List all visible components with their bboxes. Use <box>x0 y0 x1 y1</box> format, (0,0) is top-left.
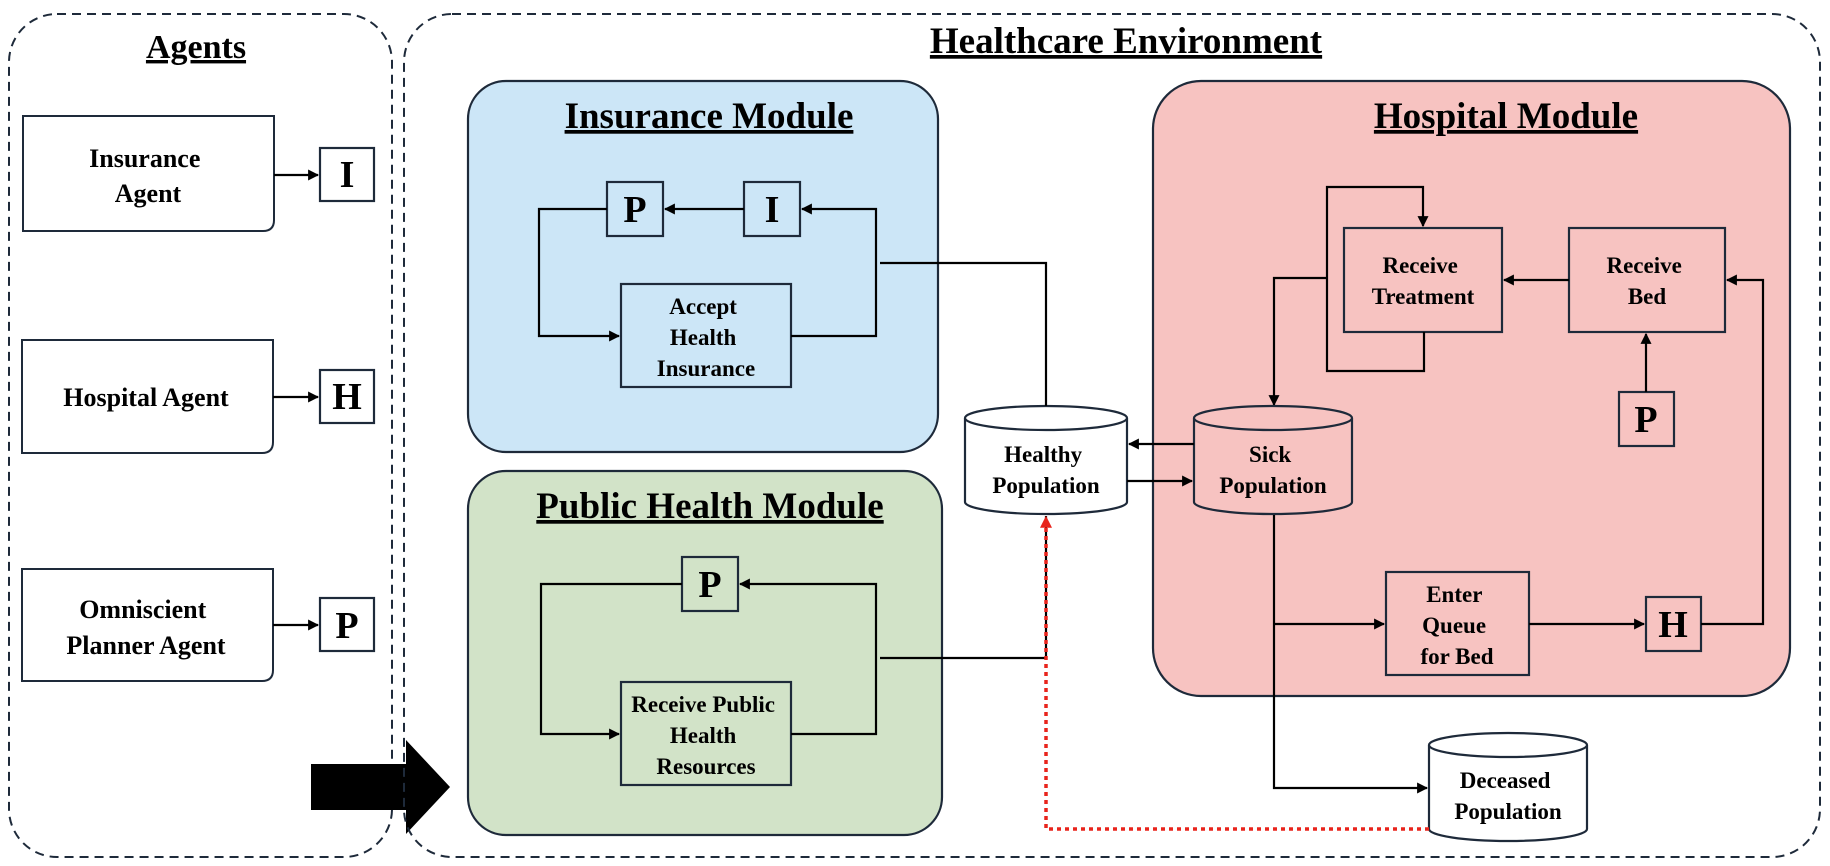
receive-treatment-line-1: Receive <box>1382 253 1457 278</box>
svg-text:Sick Population: Sick Population <box>1219 442 1327 498</box>
public-resources-line-3: Resources <box>656 754 755 779</box>
receive-treatment-line-2: Treatment <box>1372 284 1475 309</box>
sick-population-line-2: Population <box>1219 473 1327 498</box>
environment-title: Healthcare Environment <box>930 21 1323 62</box>
svg-text:Deceased Population: Deceased Population <box>1454 768 1562 824</box>
connectors <box>880 261 1429 831</box>
agents-panel: Agents Insurance Agent I Hospital Agent … <box>8 13 393 858</box>
insurance-module-symbol-i: I <box>765 189 780 231</box>
hospital-symbol-h: H <box>1658 604 1688 646</box>
svg-text:Enter Queue for Be: Enter Queue for Bed <box>1420 582 1493 669</box>
svg-text:Insurance Agent: Insurance Agent <box>89 144 207 208</box>
receive-bed-line-2: Bed <box>1628 284 1667 309</box>
planner-agent: Omniscient Planner Agent P <box>21 568 376 682</box>
insurance-module-title: Insurance Module <box>565 96 854 137</box>
planner-agent-label-1: Omniscient <box>79 595 206 624</box>
deceased-population: Deceased Population <box>1427 731 1589 843</box>
svg-text:Omniscient Planner Age: Omniscient Planner Agent <box>66 595 225 660</box>
svg-text:Receive Bed: Receive Bed <box>1606 253 1687 309</box>
hospital-module-title: Hospital Module <box>1374 96 1638 137</box>
public-resources-line-1: Receive Public <box>631 692 775 717</box>
public-health-module-title: Public Health Module <box>536 486 883 527</box>
svg-text:Healthy Population: Healthy Population <box>992 442 1100 498</box>
planner-agent-symbol: P <box>335 605 358 647</box>
enter-queue-line-1: Enter <box>1426 582 1482 607</box>
public-health-symbol-p: P <box>698 564 721 606</box>
insurance-agent-symbol: I <box>340 154 355 196</box>
sick-population-line-1: Sick <box>1249 442 1291 467</box>
healthy-population-line-2: Population <box>992 473 1100 498</box>
insurance-agent-label-1: Insurance <box>89 144 200 173</box>
deceased-population-line-1: Deceased <box>1460 768 1551 793</box>
big-arrow-icon <box>311 740 450 834</box>
svg-text:Receive Public Health: Receive Public Health Resources <box>631 692 780 779</box>
svg-text:Receive Treatment: Receive Treatment <box>1372 253 1475 309</box>
accept-insurance-line-1: Accept <box>669 294 737 319</box>
insurance-module-symbol-p: P <box>623 189 646 231</box>
deceased-population-line-2: Population <box>1454 799 1562 824</box>
sick-population: Sick Population <box>1192 404 1354 516</box>
insurance-module: Insurance Module P I Accept Health Insur… <box>466 79 940 454</box>
public-health-module: Public Health Module P Receive Public He… <box>466 469 944 837</box>
healthy-population: Healthy Population <box>963 404 1129 516</box>
insurance-agent: Insurance Agent I <box>22 115 376 232</box>
hospital-agent: Hospital Agent H <box>21 339 376 454</box>
planner-agent-label-2: Planner Agent <box>66 631 225 660</box>
environment-panel: Healthcare Environment <box>403 13 1821 858</box>
accept-insurance-line-2: Health <box>670 325 737 350</box>
agents-title: Agents <box>146 29 246 66</box>
hospital-agent-label: Hospital Agent <box>63 383 229 412</box>
hospital-agent-symbol: H <box>332 376 362 418</box>
public-resources-line-2: Health <box>670 723 737 748</box>
hospital-symbol-p: P <box>1634 399 1657 441</box>
hospital-module: Hospital Module Receive Treatment Receiv… <box>1151 79 1792 698</box>
svg-text:Accept Health Insu: Accept Health Insurance <box>657 294 755 381</box>
insurance-agent-label-2: Agent <box>115 179 182 208</box>
enter-queue-line-2: Queue <box>1422 613 1486 638</box>
healthy-population-line-1: Healthy <box>1004 442 1082 467</box>
receive-bed-line-1: Receive <box>1606 253 1681 278</box>
accept-insurance-line-3: Insurance <box>657 356 755 381</box>
enter-queue-line-3: for Bed <box>1420 644 1493 669</box>
